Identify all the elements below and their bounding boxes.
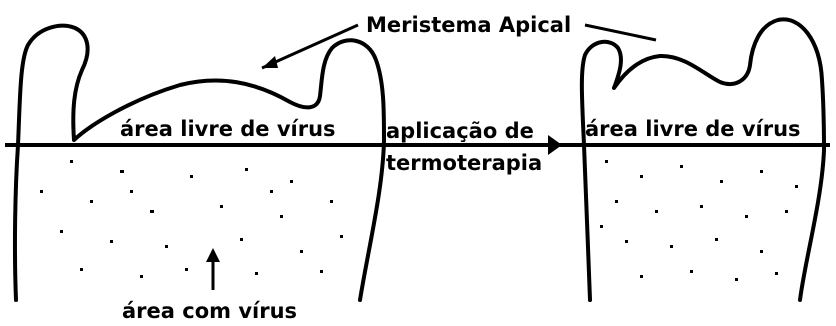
virus-area-arrow-head: [206, 248, 220, 262]
meristema-pointer-left: [262, 25, 358, 68]
area-com-virus-label: área com vírus: [122, 299, 297, 323]
meristema-pointer-left-head: [262, 56, 278, 68]
area-livre-right-label: área livre de vírus: [585, 117, 801, 141]
area-livre-left-label: área livre de vírus: [120, 117, 336, 141]
right-virus-dots: [600, 160, 798, 281]
aplicacao-label-line2: termoterapia: [386, 151, 542, 175]
aplicacao-label-line1: aplicação de: [386, 119, 534, 143]
left-shoot-tip: [15, 26, 384, 300]
right-shoot-tip: [582, 19, 824, 300]
right-apex-outline: [582, 19, 824, 300]
meristema-pointer-right: [585, 25, 656, 40]
meristema-apical-label: Meristema Apical: [366, 13, 571, 37]
therapy-arrow-head: [548, 135, 562, 155]
left-virus-dots: [40, 160, 343, 278]
